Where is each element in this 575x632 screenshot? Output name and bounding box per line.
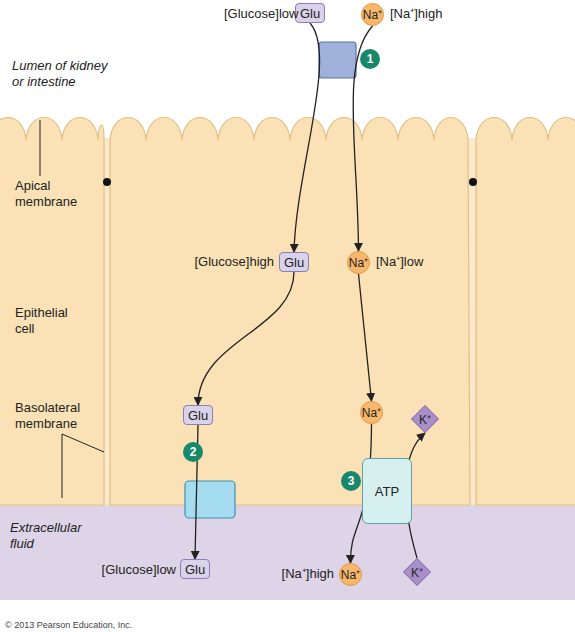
sglt-transporter bbox=[319, 42, 356, 78]
region-label: Extracellular fluid bbox=[10, 520, 96, 552]
na-k-atpase: ATP bbox=[362, 458, 412, 524]
glucose-molecule: Glu bbox=[180, 559, 210, 579]
concentration-label: [Na⁺]high bbox=[390, 6, 460, 22]
callout-number: 1 bbox=[360, 49, 380, 69]
copyright-notice: © 2013 Pearson Education, Inc. bbox=[5, 617, 205, 632]
glucose-molecule: Glu bbox=[183, 405, 213, 425]
concentration-label: [Glucose]high bbox=[172, 254, 274, 270]
node-text: Glu bbox=[300, 6, 320, 21]
transport-arrow bbox=[294, 23, 320, 252]
potassium-ion: K⁺ bbox=[411, 405, 439, 433]
concentration-label: [Glucose]low bbox=[92, 562, 176, 578]
epithelial-cell-center bbox=[110, 118, 470, 506]
tight-junction bbox=[103, 178, 111, 186]
transport-arrow bbox=[359, 274, 372, 401]
potassium-ion: K⁺ bbox=[403, 558, 431, 586]
glucose-molecule: Glu bbox=[295, 3, 325, 23]
node-text: Glu bbox=[284, 255, 304, 270]
leader-line bbox=[40, 120, 41, 176]
extracellular-fluid bbox=[0, 503, 575, 600]
concentration-label: [Na⁺]low bbox=[376, 254, 446, 270]
node-text: Na⁺ bbox=[362, 404, 381, 421]
node-text: Na⁺ bbox=[341, 566, 360, 583]
diamond-shape bbox=[412, 406, 439, 433]
diamond-shape bbox=[404, 559, 431, 586]
leader-line bbox=[62, 434, 104, 452]
node-text: Glu bbox=[185, 562, 205, 577]
epithelial-cell-left bbox=[0, 118, 104, 506]
callout-number: 3 bbox=[341, 471, 361, 491]
node-text: ATP bbox=[375, 484, 399, 499]
part-label: Epithelial cell bbox=[15, 305, 85, 337]
sodium-ion: Na⁺ bbox=[361, 3, 384, 26]
region-label: Lumen of kidney or intestine bbox=[12, 58, 112, 90]
glucose-molecule: Glu bbox=[279, 252, 309, 272]
node-text: Glu bbox=[188, 408, 208, 423]
sodium-ion: Na⁺ bbox=[347, 251, 370, 274]
sodium-ion: Na⁺ bbox=[360, 401, 383, 424]
node-text: Na⁺ bbox=[349, 254, 368, 271]
part-label: Apical membrane bbox=[15, 178, 87, 210]
concentration-label: [Glucose]low bbox=[224, 6, 292, 22]
sodium-ion: Na⁺ bbox=[339, 563, 362, 586]
tight-junction bbox=[469, 178, 477, 186]
node-text: K⁺ bbox=[419, 411, 431, 428]
node-text: Na⁺ bbox=[363, 6, 382, 23]
leader-line bbox=[62, 434, 63, 498]
part-label: Basolateral membrane bbox=[15, 400, 101, 432]
callout-number: 2 bbox=[183, 442, 203, 462]
node-text: K⁺ bbox=[411, 564, 423, 581]
epithelial-cell-right bbox=[476, 118, 575, 506]
transport-arrow bbox=[198, 272, 294, 405]
glut-transporter bbox=[185, 481, 235, 518]
concentration-label: [Na⁺]high bbox=[254, 566, 334, 582]
